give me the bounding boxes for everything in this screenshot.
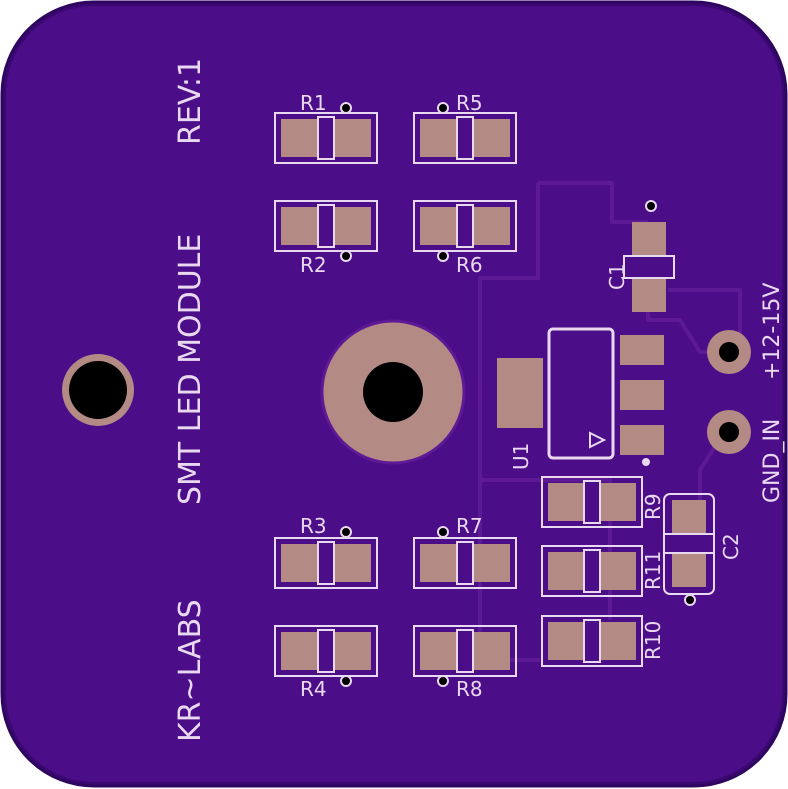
- brand-label: KR~LABS: [173, 599, 208, 742]
- label-r5: R5: [456, 91, 483, 115]
- label-r2: R2: [300, 253, 327, 277]
- mounting-hole-left: [62, 354, 134, 426]
- resistor-r7: [413, 526, 517, 589]
- power-pin-ground: [707, 410, 751, 454]
- label-r9: R9: [641, 493, 665, 520]
- resistor-r5: [413, 102, 517, 164]
- resistor-r3: [274, 526, 378, 589]
- resistor-r1: [274, 102, 378, 164]
- label-r4: R4: [300, 677, 327, 701]
- resistor-r2: [274, 200, 378, 262]
- label-r11: R11: [641, 551, 665, 590]
- resistor-r9: [541, 476, 643, 528]
- label-c1: C1: [605, 263, 629, 290]
- power-pin-positive: [707, 330, 751, 374]
- trace-c1-right: [668, 288, 742, 352]
- label-r3: R3: [300, 514, 327, 538]
- resistor-r6: [413, 200, 517, 262]
- title-label: SMT LED MODULE: [173, 234, 208, 505]
- resistor-r8: [413, 625, 517, 687]
- resistor-r11: [541, 545, 643, 597]
- capacitor-c1: [623, 200, 675, 312]
- led-thermal-pad: [320, 319, 466, 465]
- label-r6: R6: [456, 253, 483, 277]
- label-r8: R8: [456, 677, 483, 701]
- rev-label: REV:1: [173, 58, 208, 145]
- resistor-r4: [274, 625, 378, 687]
- label-u1: U1: [509, 443, 533, 470]
- label-c2: C2: [719, 533, 743, 560]
- ground-label: GND_IN: [760, 419, 785, 503]
- trace-top-loop: [538, 181, 648, 224]
- label-r7: R7: [456, 514, 483, 538]
- resistor-r10: [541, 615, 643, 667]
- label-r10: R10: [641, 621, 665, 660]
- regulator-u1: [497, 327, 664, 466]
- power-label: +12-15V: [760, 283, 785, 380]
- label-r1: R1: [300, 91, 327, 115]
- capacitor-c2: [663, 493, 715, 606]
